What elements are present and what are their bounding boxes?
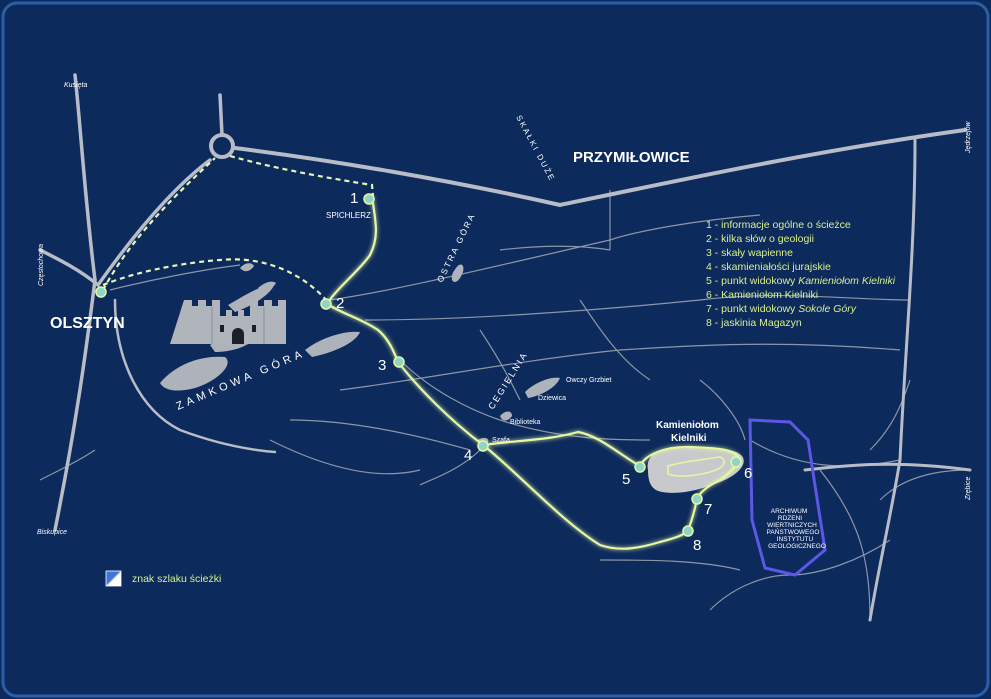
label-dziewica: Dziewica — [538, 395, 566, 402]
rock-outcrops — [160, 263, 560, 446]
archive-boundary — [748, 418, 827, 577]
legend-item-5-italic: Kamieniołom Kielniki — [798, 275, 896, 287]
trail-sign-label: znak szlaku ścieżki — [132, 573, 221, 585]
archive-line-2: RDZENI — [778, 515, 802, 522]
stop-8-number: 8 — [693, 537, 701, 554]
archive-line-6: GEOLOGICZNEGO — [768, 543, 826, 550]
legend-item-6: 6 - Kamieniołom Kielniki — [706, 289, 818, 301]
legend-item-3: 3 - skały wapienne — [706, 247, 793, 259]
label-szafa: Szafa — [492, 437, 510, 444]
roundabout-icon — [209, 133, 235, 159]
stop-numbers: 1 2 3 4 5 6 7 8 — [336, 190, 752, 554]
legend-item-7-text: 7 - punkt widokowy — [706, 303, 798, 315]
label-owczy-grzbiet: Owczy Grzbiet — [566, 377, 612, 384]
label-biblioteka: Biblioteka — [510, 419, 540, 426]
direction-zrebice: Zrębice — [965, 477, 972, 501]
stop-3-number: 3 — [378, 357, 386, 374]
direction-czestochowa: Częstochowa — [38, 244, 45, 286]
label-kamieniolom-2: Kielniki — [671, 433, 707, 444]
stop-2-marker[interactable] — [320, 298, 332, 310]
direction-kusiety: Kusięta — [64, 82, 87, 89]
legend-item-5: 5 - punkt widokowy Kamieniołom Kielniki — [706, 275, 896, 287]
castle-ruins-icon — [170, 300, 286, 344]
stop-5-marker[interactable] — [634, 461, 646, 473]
start-marker-olsztyn[interactable] — [95, 286, 107, 298]
stop-5-number: 5 — [622, 471, 630, 488]
stop-4-marker[interactable] — [477, 440, 489, 452]
legend-item-2: 2 - kilka słów o geologii — [706, 233, 814, 245]
stop-7-marker[interactable] — [691, 493, 703, 505]
dashed-access-path — [102, 154, 375, 303]
direction-biskupice: Biskupice — [37, 529, 67, 536]
stop-4-number: 4 — [464, 447, 472, 464]
label-przymilowice: PRZYMIŁOWICE — [573, 149, 690, 166]
label-spichlerz: SPICHLERZ — [326, 211, 371, 220]
label-kamieniolom-1: Kamieniołom — [656, 420, 719, 431]
archive-line-1: ARCHIWUM — [771, 508, 807, 515]
trail-sign-key: znak szlaku ścieżki — [105, 570, 221, 587]
archive-line-3: WIERTNICZYCH — [767, 522, 817, 529]
stop-3-marker[interactable] — [393, 356, 405, 368]
legend-item-5-text: 5 - punkt widokowy — [706, 275, 798, 287]
stop-6-number: 6 — [744, 465, 752, 482]
main-roads — [38, 73, 972, 622]
label-olsztyn: OLSZTYN — [50, 315, 125, 332]
legend-item-4: 4 - skamieniałości jurajskie — [706, 261, 831, 273]
direction-labels: Kusięta Częstochowa Biskupice Jędrzejów … — [37, 82, 972, 536]
trail-sign-icon — [105, 570, 122, 587]
stop-1-number: 1 — [350, 190, 358, 207]
stop-8-marker[interactable] — [682, 525, 694, 537]
archive-line-4: PAŃSTWOWEGO — [767, 527, 820, 536]
legend-item-1: 1 - informacje ogólne o ścieżce — [706, 219, 851, 231]
stop-7-number: 7 — [704, 501, 712, 518]
direction-jedrzejow: Jędrzejów — [965, 121, 972, 154]
legend-item-8: 8 - jaskinia Magazyn — [706, 317, 802, 329]
archive-line-5: INSTYTUTU — [777, 536, 814, 543]
stop-6-marker[interactable] — [730, 456, 742, 468]
archive-label: ARCHIWUM RDZENI WIERTNICZYCH PAŃSTWOWEGO… — [767, 508, 826, 550]
stop-1-marker[interactable] — [363, 193, 375, 205]
legend-item-7-italic: Sokole Góry — [798, 303, 857, 315]
trail-stops — [95, 193, 742, 537]
legend: 1 - informacje ogólne o ścieżce 2 - kilk… — [706, 219, 896, 329]
legend-item-7: 7 - punkt widokowy Sokole Góry — [706, 303, 857, 315]
stop-2-number: 2 — [336, 295, 344, 312]
